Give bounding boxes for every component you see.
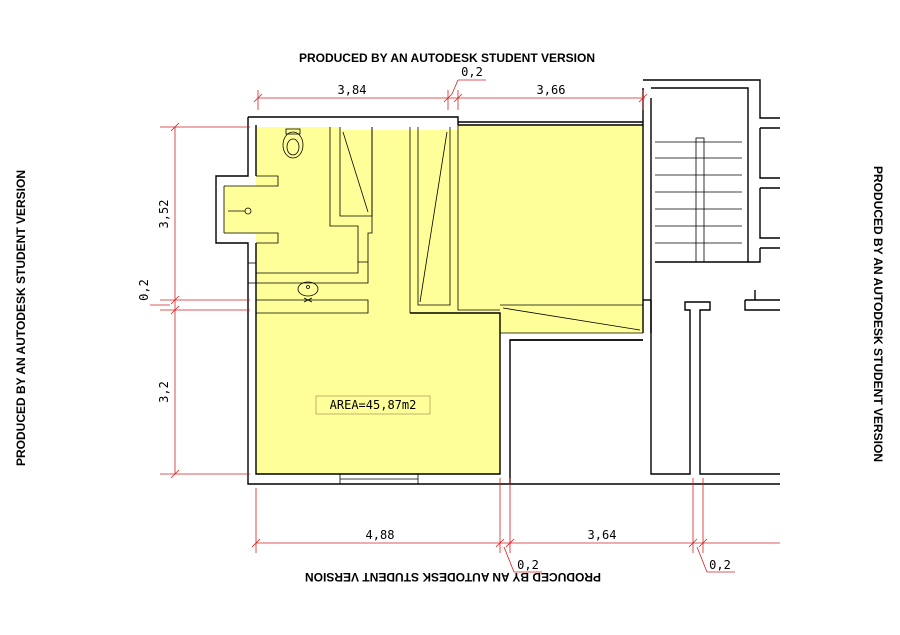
dim-bottom-gap-2: 0,2 [709,558,731,572]
area-label-box [315,395,431,415]
dim-left-lower: 3,2 [157,381,171,403]
walls [215,79,780,485]
bottom-dimension [251,478,780,573]
watermark-bottom: PRODUCED BY AN AUTODESK STUDENT VERSION [305,570,601,584]
dim-bottom-right: 3,64 [588,528,617,542]
highlighted-area [224,125,643,474]
top-dimension [253,79,648,110]
dim-left-upper: 3,52 [157,200,171,229]
dim-top-right: 3,66 [537,83,566,97]
dim-bottom-left: 4,88 [366,528,395,542]
sink-icon [297,281,319,297]
watermark-left: PRODUCED BY AN AUTODESK STUDENT VERSION [14,170,28,466]
watermark-top: PRODUCED BY AN AUTODESK STUDENT VERSION [299,51,595,65]
area-label: AREA=45,87m2 [330,398,417,412]
interior-partitions [223,125,643,485]
toilet-icon [282,131,304,159]
staircase [655,137,742,263]
dim-left-gap: 0,2 [137,279,151,301]
left-dimension [150,122,250,479]
dim-bottom-gap-1: 0,2 [517,558,539,572]
fixtures [228,128,319,303]
dim-top-gap: 0,2 [461,65,483,79]
dim-top-left: 3,84 [338,83,367,97]
watermark-right: PRODUCED BY AN AUTODESK STUDENT VERSION [871,166,885,462]
